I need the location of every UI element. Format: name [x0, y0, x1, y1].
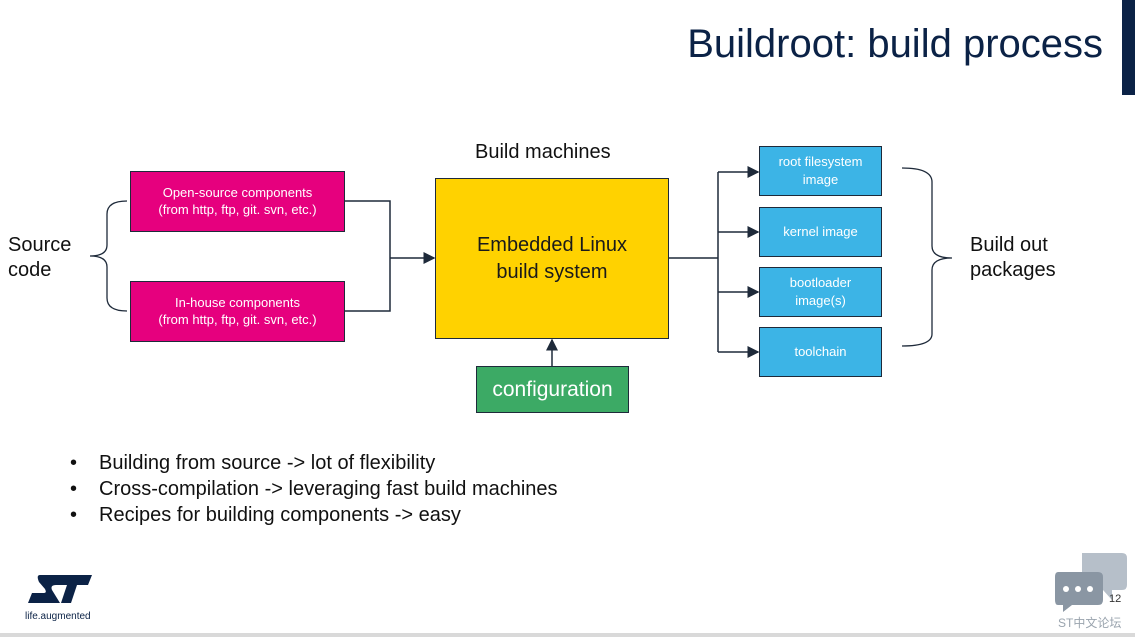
bullet-item: • Building from source -> lot of flexibil…: [70, 450, 558, 476]
open-source-components-box: Open-source components (from http, ftp, …: [130, 171, 345, 232]
bullet-text: Recipes for building components -> easy: [99, 504, 461, 526]
root-filesystem-box: root filesystem image: [759, 146, 882, 196]
forum-watermark: ST中文论坛: [1058, 616, 1122, 630]
bullet-text: Building from source -> lot of flexibili…: [99, 452, 436, 474]
bullet-text: Cross-compilation -> leveraging fast bui…: [99, 478, 558, 500]
build-machines-label: Build machines: [475, 141, 611, 163]
bullet-dot-icon: •: [70, 478, 78, 500]
in-house-components-box: In-house components (from http, ftp, git…: [130, 281, 345, 342]
bullet-item: • Recipes for building components -> easy: [70, 502, 558, 528]
page-number: 12: [1109, 593, 1122, 605]
bullet-item: • Cross-compilation -> leveraging fast bu…: [70, 476, 558, 502]
configuration-box: configuration: [476, 366, 629, 413]
kernel-image-box: kernel image: [759, 207, 882, 257]
st-logo-icon: [28, 575, 92, 603]
output-trunk: [669, 172, 719, 352]
output-brace: [901, 167, 953, 347]
input-connector-bottom: [345, 258, 391, 312]
title-accent-bar: [1122, 0, 1135, 95]
bullet-dot-icon: •: [70, 452, 78, 474]
build-out-label: Build out packages: [970, 234, 1056, 281]
source-code-label: Source code: [8, 234, 72, 281]
build-system-box: Embedded Linux build system: [435, 178, 669, 339]
bootloader-image-box: bootloader image(s): [759, 267, 882, 317]
toolchain-box: toolchain: [759, 327, 882, 377]
brand-tagline: life.augmented: [25, 611, 91, 622]
source-brace: [89, 200, 128, 312]
bullet-dot-icon: •: [70, 504, 78, 526]
bullet-list: • Building from source -> lot of flexibil…: [70, 450, 558, 528]
slide-title: Buildroot: build process: [687, 22, 1103, 66]
footer-divider: [0, 633, 1135, 637]
input-connector-top: [345, 200, 391, 258]
